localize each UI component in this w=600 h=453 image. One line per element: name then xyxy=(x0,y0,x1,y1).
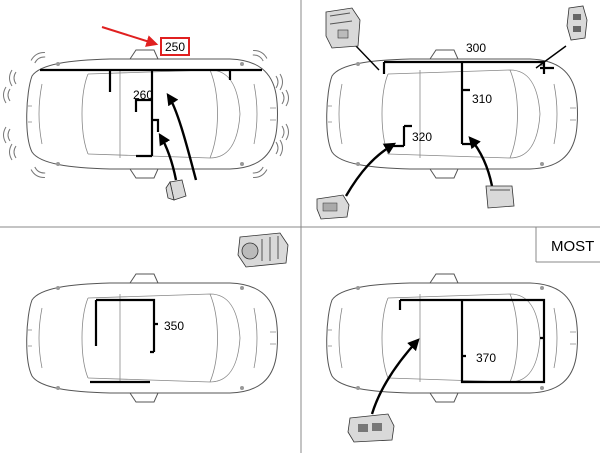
harness-350 xyxy=(90,298,158,384)
transmission-icon xyxy=(237,232,289,268)
arrow-to-module xyxy=(468,136,494,187)
control-module-icon xyxy=(316,194,350,220)
harness-370 xyxy=(398,298,546,384)
leader-line xyxy=(535,45,567,69)
highlight-box xyxy=(160,37,190,56)
panel-bottom-left: 350 xyxy=(26,232,289,403)
callout-370: 370 xyxy=(476,351,496,365)
control-module-icon xyxy=(325,7,361,49)
connector-module-icon xyxy=(566,5,588,41)
callout-260: 260 xyxy=(133,88,153,102)
panel-top-right: 300 310 320 xyxy=(316,5,588,220)
panel-bottom-right: 370 MOST xyxy=(326,238,594,443)
arrow-to-module xyxy=(166,93,198,181)
arrow-to-module xyxy=(344,142,397,197)
callout-320: 320 xyxy=(412,130,432,144)
leader-line xyxy=(355,45,380,71)
callout-310: 310 xyxy=(472,92,492,106)
vehicle-outline xyxy=(326,49,578,179)
callout-300: 300 xyxy=(466,41,486,55)
seat-icon xyxy=(165,179,187,201)
callout-250: 250 xyxy=(165,40,185,54)
arrow-to-module xyxy=(370,338,420,415)
panel-badge-most: MOST xyxy=(551,238,594,255)
harness-250 xyxy=(40,68,262,158)
highlight-arrow xyxy=(101,26,159,47)
control-module-icon xyxy=(347,413,395,443)
panel-top-left: 250 260 xyxy=(3,26,289,201)
callout-350: 350 xyxy=(164,319,184,333)
vehicle-outline xyxy=(26,273,278,403)
switch-unit-icon xyxy=(485,185,515,209)
arrow-to-seat xyxy=(158,132,178,181)
